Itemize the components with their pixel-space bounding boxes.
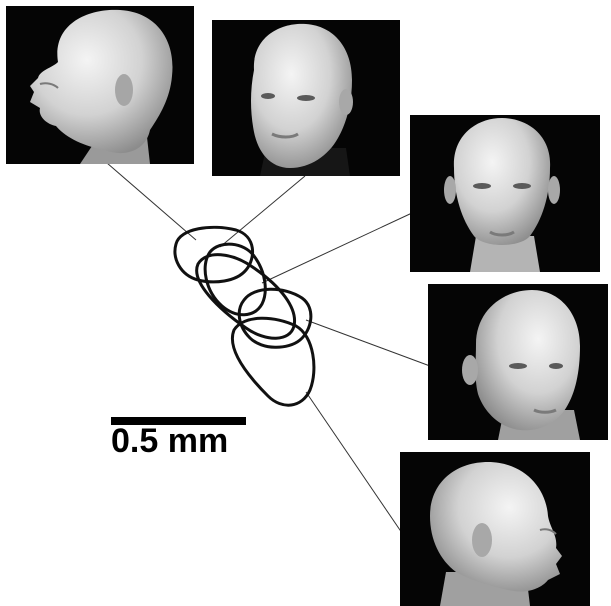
connector-frontal <box>262 213 412 283</box>
photo-right-profile <box>400 452 590 606</box>
photo-left-profile <box>6 6 194 164</box>
connector-right-profile <box>306 392 402 533</box>
connector-right-three-quarter <box>306 320 430 366</box>
connector-left-three-quarter <box>220 176 305 247</box>
connector-left-profile <box>107 163 196 240</box>
fixation-contours <box>175 227 314 405</box>
scale-bar-label: 0.5 mm <box>111 424 228 458</box>
photo-frontal <box>410 115 600 272</box>
photo-right-three-quarter <box>428 284 608 440</box>
photo-left-three-quarter <box>212 20 400 176</box>
mannequin-head-left-three-quarter <box>251 24 353 176</box>
